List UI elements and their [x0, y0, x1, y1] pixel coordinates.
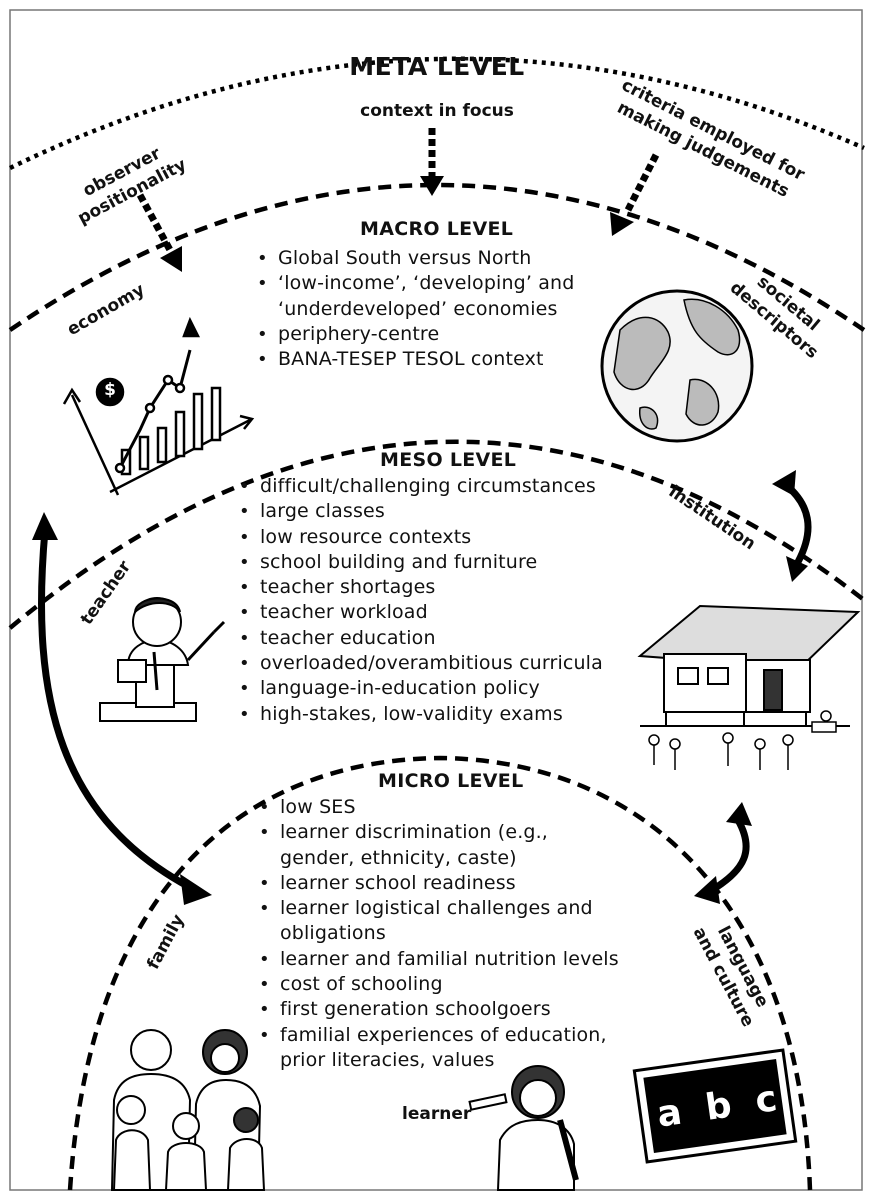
- meso-list-item: language-in-education policy: [239, 676, 603, 702]
- micro-list-item: familial experiences of education,: [259, 1023, 619, 1049]
- meso-level-title: MESO LEVEL: [380, 449, 517, 471]
- teacher-arrowhead: [32, 512, 58, 540]
- language-arrow: [710, 818, 750, 893]
- micro-boundary-arc: [67, 755, 813, 1191]
- micro-list-item: learner school readiness: [259, 871, 619, 897]
- meso-list-item: low resource contexts: [239, 525, 603, 551]
- micro-list-item: prior literacies, values: [280, 1048, 495, 1071]
- context-in-focus-label: context in focus: [360, 101, 514, 121]
- meso-list-item: high-stakes, low-validity exams: [239, 702, 603, 728]
- meso-list-item: overloaded/overambitious curricula: [239, 651, 603, 677]
- micro-list-item: learner logistical challenges and: [259, 896, 619, 922]
- micro-list-item: low SES: [259, 795, 619, 821]
- meta-level-title: META LEVEL: [349, 52, 525, 81]
- meso-level-list: difficult/challenging circumstanceslarge…: [238, 474, 603, 727]
- meso-list-item: difficult/challenging circumstances: [239, 474, 603, 500]
- institution-arrowhead-bottom: [786, 556, 808, 582]
- criteria-arrow: [624, 153, 660, 212]
- frame-border: [9, 9, 863, 1191]
- meta-boundary-arc: [9, 56, 865, 171]
- micro-list-item: learner and familial nutrition levels: [259, 947, 619, 973]
- institution-arrow: [783, 482, 812, 564]
- micro-list-item: gender, ethnicity, caste): [280, 846, 517, 869]
- meso-list-item: school building and furniture: [239, 550, 603, 576]
- teacher-family-arrow: [38, 529, 197, 894]
- macro-list-item: ‘low-income’, ‘developing’ and: [257, 271, 574, 297]
- family-arrowhead: [180, 874, 212, 905]
- meso-list-item: teacher education: [239, 626, 603, 652]
- macro-level-list: Global South versus North‘low-income’, ‘…: [256, 246, 574, 373]
- coin-symbol: $: [104, 380, 116, 400]
- micro-level-list: low SESlearner discrimination (e.g.,gend…: [258, 795, 619, 1073]
- micro-list-item: cost of schooling: [259, 972, 619, 998]
- micro-list-item: learner discrimination (e.g.,: [259, 820, 619, 846]
- criteria-arrowhead: [610, 212, 634, 236]
- micro-level-title: MICRO LEVEL: [378, 770, 524, 792]
- meso-list-item: teacher workload: [239, 600, 603, 626]
- institution-arrowhead-top: [772, 470, 796, 496]
- meso-list-item: teacher shortages: [239, 575, 603, 601]
- teacher-icon: [99, 597, 226, 722]
- observer-arrowhead: [160, 246, 182, 272]
- learner-label: learner: [402, 1104, 472, 1124]
- family-icon: [110, 1029, 266, 1191]
- language-arrowhead-bottom: [694, 876, 720, 904]
- globe-icon: [600, 289, 754, 443]
- macro-list-item: ‘underdeveloped’ economies: [278, 297, 558, 320]
- learner-icon: [468, 1065, 579, 1191]
- meso-boundary-arc: [8, 439, 866, 630]
- macro-level-title: MACRO LEVEL: [360, 218, 514, 240]
- school-house-icon: [637, 604, 861, 770]
- language-arrowhead-top: [726, 802, 752, 826]
- micro-list-item: obligations: [280, 922, 386, 945]
- macro-list-item: periphery-centre: [257, 322, 574, 348]
- micro-list-item: first generation schoolgoers: [259, 997, 619, 1023]
- meso-list-item: large classes: [239, 499, 603, 525]
- context-arrowhead: [420, 176, 444, 196]
- chalkboard-icon: [632, 1048, 798, 1164]
- macro-list-item: Global South versus North: [257, 246, 574, 272]
- macro-list-item: BANA-TESEP TESOL context: [257, 347, 574, 373]
- economy-chart-icon: [62, 316, 255, 496]
